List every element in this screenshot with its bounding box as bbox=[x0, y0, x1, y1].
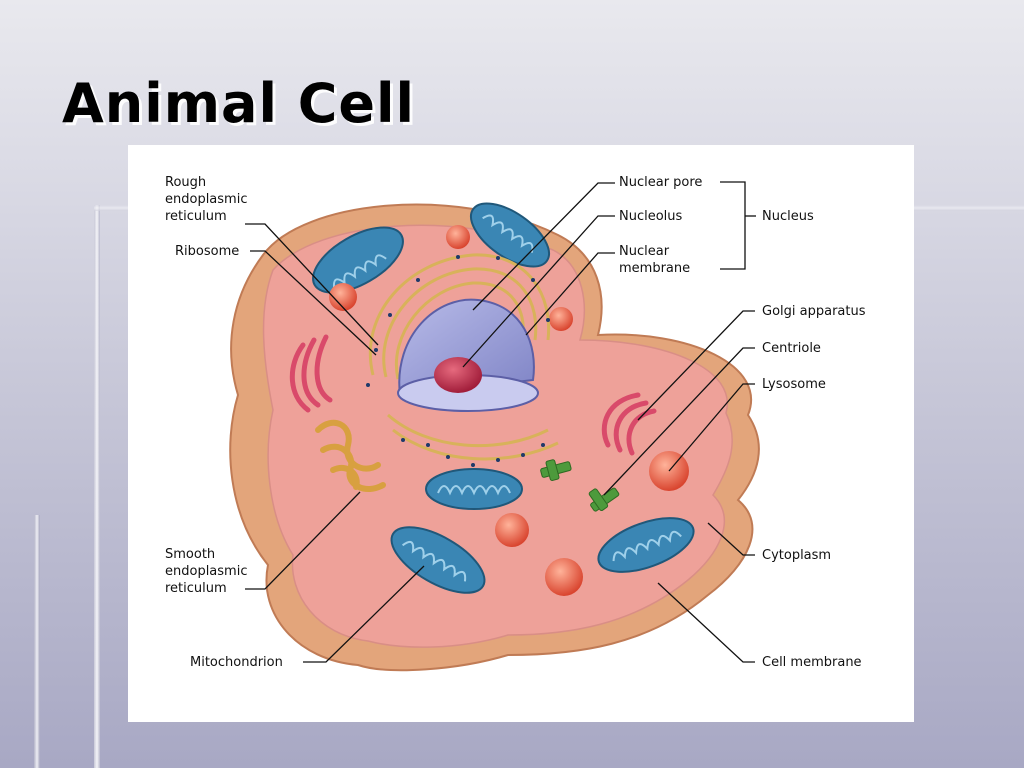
mitochondrion-icon bbox=[470, 202, 550, 268]
label-centriole: Centriole bbox=[762, 341, 821, 356]
label-cytoplasm: Cytoplasm bbox=[762, 548, 831, 563]
lysosome-icon bbox=[329, 283, 357, 311]
slide-title: Animal Cell bbox=[62, 72, 416, 135]
lysosome-icon bbox=[545, 558, 583, 596]
label-nuclear-membrane-2: membrane bbox=[619, 261, 690, 276]
label-golgi: Golgi apparatus bbox=[762, 304, 866, 319]
label-nuclear-membrane-1: Nuclear bbox=[619, 244, 670, 259]
label-ribosome: Ribosome bbox=[175, 244, 239, 259]
nucleus-icon bbox=[397, 298, 539, 412]
label-rough-er-2: endoplasmic bbox=[165, 192, 247, 207]
rough-er-icon bbox=[368, 253, 559, 461]
label-rough-er-1: Rough bbox=[165, 175, 206, 190]
decorative-bar-2 bbox=[34, 515, 40, 768]
label-smooth-er-1: Smooth bbox=[165, 547, 215, 562]
lysosome-icon bbox=[446, 225, 470, 249]
lysosome-icon bbox=[495, 513, 529, 547]
leader-lines bbox=[245, 181, 756, 663]
smooth-er-icon bbox=[315, 419, 386, 492]
label-nucleolus: Nucleolus bbox=[619, 209, 683, 224]
label-smooth-er-3: reticulum bbox=[165, 581, 227, 596]
label-smooth-er-2: endoplasmic bbox=[165, 564, 247, 579]
centriole-icon bbox=[540, 459, 620, 512]
mitochondrion-icon bbox=[425, 468, 523, 510]
mitochondrion-icon bbox=[597, 517, 695, 573]
mitochondrion-icon bbox=[312, 226, 404, 294]
mitochondrion-icon bbox=[390, 526, 486, 594]
decorative-bar-1 bbox=[94, 205, 100, 768]
label-mitochondrion: Mitochondrion bbox=[190, 655, 283, 670]
label-rough-er-3: reticulum bbox=[165, 209, 227, 224]
lysosome-icon bbox=[549, 307, 573, 331]
label-nucleus: Nucleus bbox=[762, 209, 814, 224]
ribosome-dots bbox=[366, 255, 550, 467]
label-cell-membrane: Cell membrane bbox=[762, 655, 862, 670]
label-nuclear-pore: Nuclear pore bbox=[619, 175, 702, 190]
cell-diagram: Rough endoplasmic reticulum Ribosome Smo… bbox=[128, 145, 914, 722]
cell-illustration: Rough endoplasmic reticulum Ribosome Smo… bbox=[165, 175, 866, 672]
golgi-icon bbox=[289, 334, 657, 456]
label-lysosome: Lysosome bbox=[762, 377, 826, 392]
